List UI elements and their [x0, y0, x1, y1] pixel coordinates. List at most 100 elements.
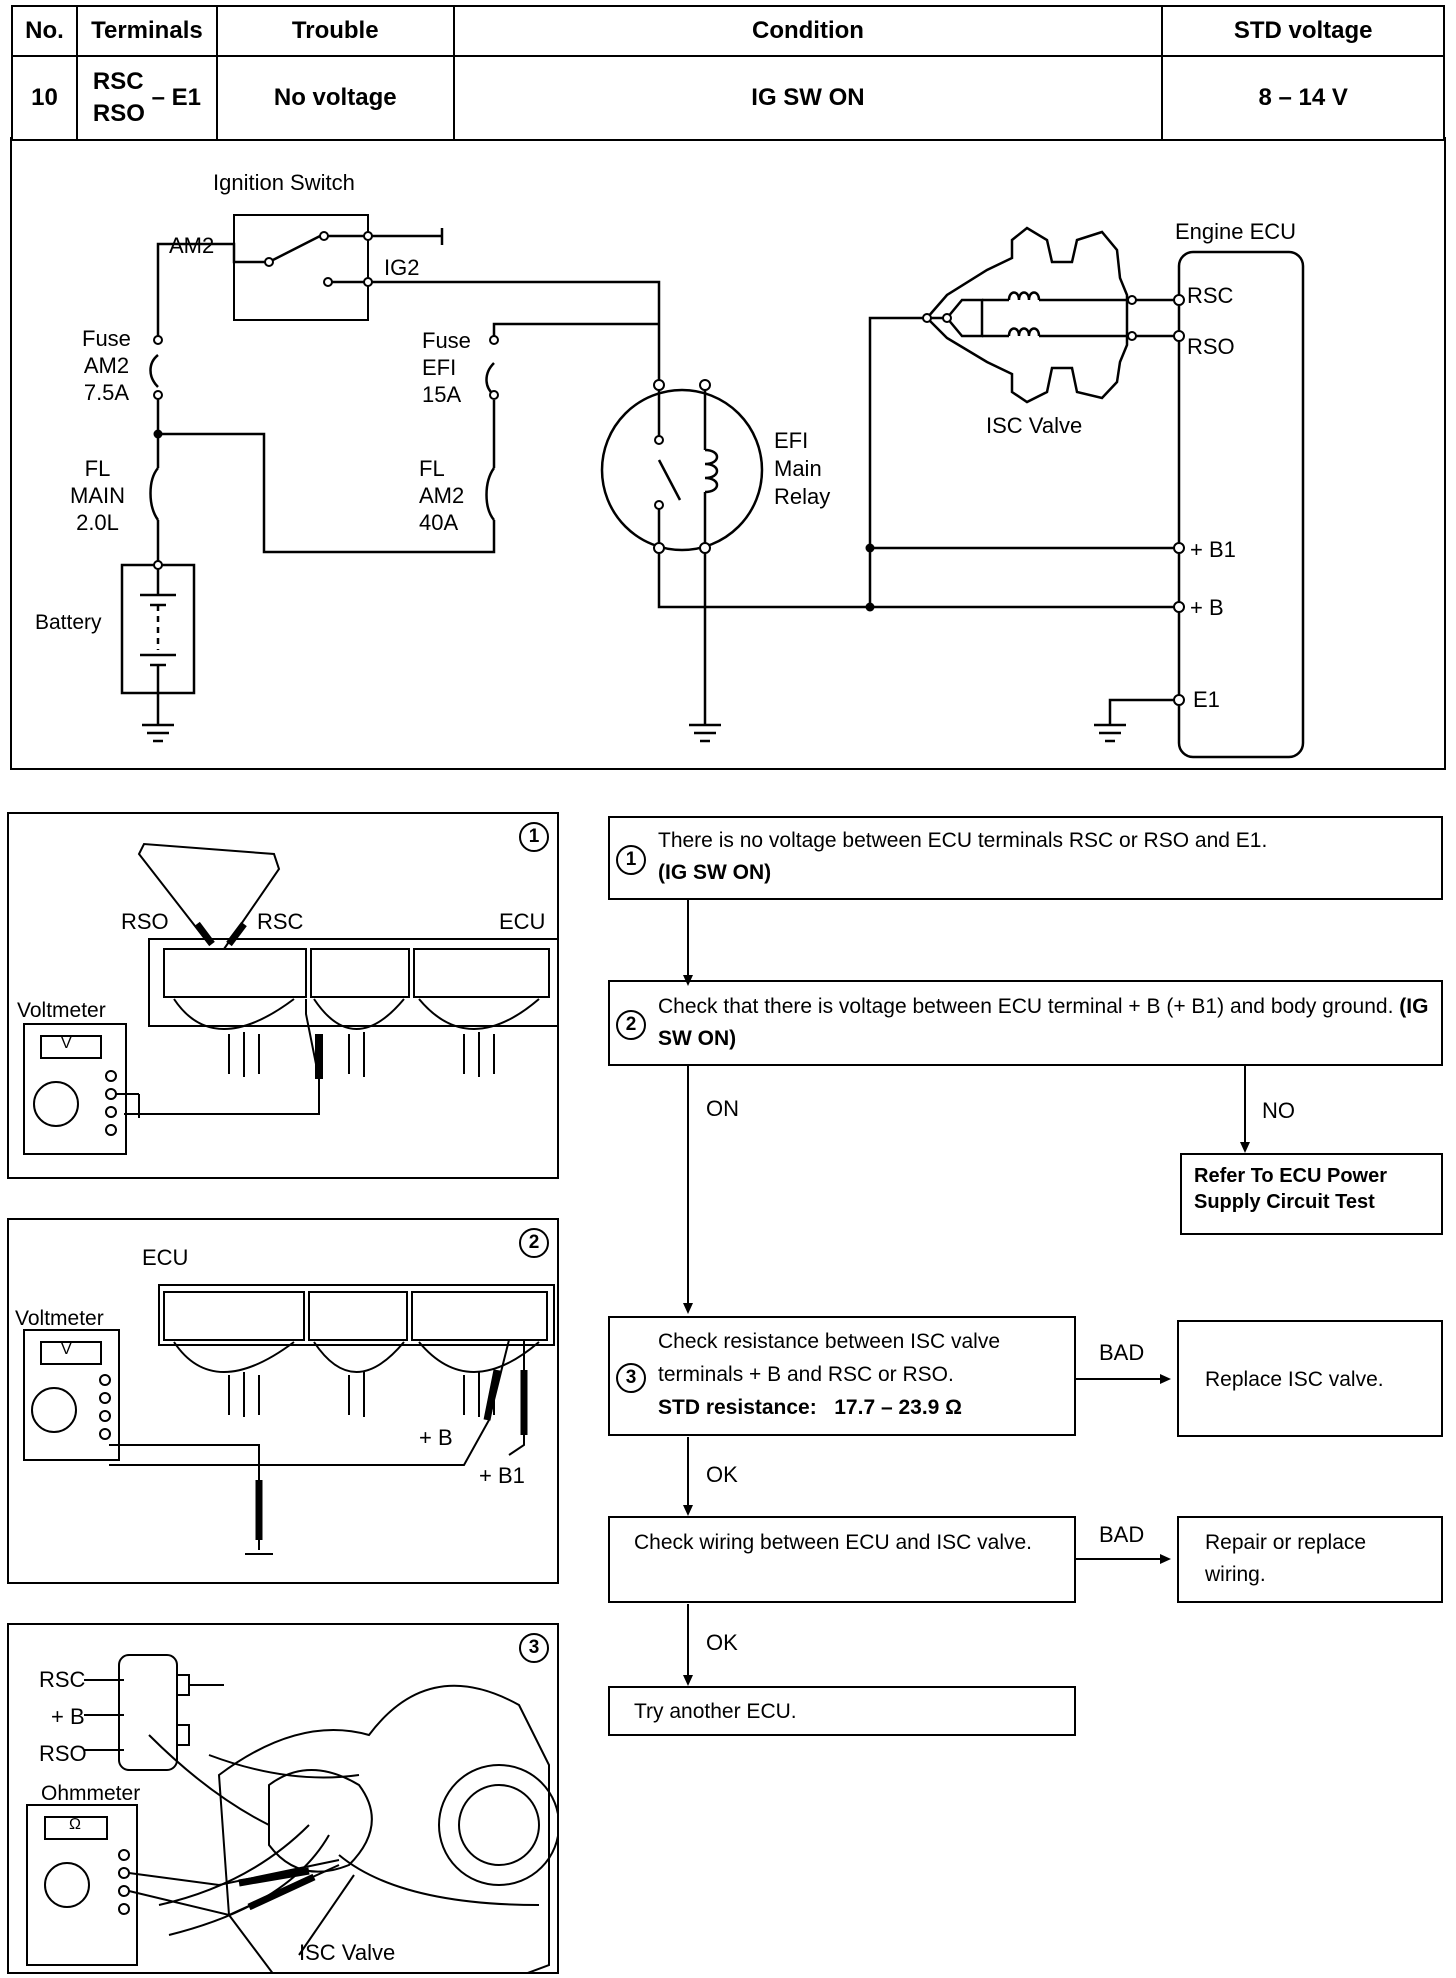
flow-step-2-number: 2	[616, 1010, 646, 1040]
flow-step-3-number: 3	[616, 1363, 646, 1393]
fuse-efi-line3: 15A	[422, 382, 462, 407]
pin-b1: + B1	[1190, 537, 1236, 562]
efi-relay-line2: Main	[774, 456, 822, 481]
spec-table: No. Terminals Trouble Condition STD volt…	[11, 5, 1445, 141]
flow-label-bad-1: BAD	[1099, 1340, 1145, 1365]
col-no: No.	[11, 5, 78, 57]
fuse-efi-line2: EFI	[422, 355, 457, 380]
fl-am2-line1: FL	[419, 456, 445, 481]
col-trouble: Trouble	[215, 5, 455, 57]
label-engine-ecu: Engine ECU	[1175, 219, 1297, 244]
flow-step-3: 3 Check resistance between ISC valve ter…	[608, 1316, 1076, 1436]
flow-label-ok-2: OK	[706, 1630, 738, 1655]
fuse-efi-line1: Fuse	[422, 328, 471, 353]
cell-trouble: No voltage	[215, 55, 455, 141]
cell-std-voltage: 8 – 14 V	[1161, 55, 1445, 141]
flow-repair-wiring-text: Repair or replace wiring.	[1205, 1531, 1367, 1586]
flow-label-ok-1: OK	[706, 1462, 738, 1487]
label-fl-main: FL MAIN 2.0L	[70, 455, 125, 536]
flow-step-1-condition: (IG SW ON)	[658, 861, 772, 884]
label-fuse-efi: Fuse EFI 15A	[422, 327, 471, 408]
inset-1-label-rsc: RSC	[257, 909, 304, 934]
fl-am2-line3: 40A	[419, 510, 459, 535]
inset-2-label-voltmeter: Voltmeter	[15, 1307, 104, 1330]
cell-terminals: RSC RSO – E1	[75, 55, 218, 141]
cell-no: 10	[11, 55, 78, 141]
fuse-am2-line2: AM2	[83, 353, 130, 378]
inset-1-label-ecu: ECU	[499, 909, 546, 934]
fuse-am2-line1: Fuse	[82, 326, 131, 351]
label-ignition-switch: Ignition Switch	[213, 170, 355, 195]
flow-step-3-line2: terminals + B and RSC or RSO.	[658, 1363, 954, 1386]
flow-refer-text: Refer To ECU Power Supply Circuit Test	[1194, 1165, 1387, 1213]
label-efi-main-relay: EFI Main Relay	[774, 427, 830, 511]
inset-3-label-rso: RSO	[39, 1741, 87, 1766]
flow-check-wiring-text: Check wiring between ECU and ISC valve.	[634, 1531, 1033, 1554]
inset-3-label-ohmmeter: Ohmmeter	[41, 1782, 141, 1805]
inset-2-number: 2	[519, 1228, 549, 1258]
flow-step-1: 1 There is no voltage between ECU termin…	[608, 816, 1443, 900]
col-terminals: Terminals	[75, 5, 218, 57]
spec-row: 10 RSC RSO – E1 No voltage IG SW ON 8 – …	[11, 55, 1445, 141]
terminal-rsc: RSC	[92, 68, 144, 95]
label-isc-valve: ISC Valve	[986, 413, 1083, 438]
inset-1-voltmeter-rsc-rso: 1 RSO RSC ECU Voltmeter V	[7, 812, 559, 1179]
flow-check-wiring: Check wiring between ECU and ISC valve.	[608, 1516, 1076, 1603]
label-am2: AM2	[169, 233, 215, 258]
pin-b: + B	[1190, 595, 1224, 620]
flow-repair-wiring: Repair or replace wiring.	[1177, 1516, 1443, 1603]
inset-2-label-plus-b: + B	[419, 1425, 453, 1450]
flow-replace-isc-valve: Replace ISC valve.	[1177, 1320, 1443, 1437]
flow-step-1-text: There is no voltage between ECU terminal…	[658, 829, 1268, 852]
fl-main-line3: 2.0L	[76, 510, 119, 535]
cell-condition: IG SW ON	[452, 55, 1164, 141]
label-fl-am2: FL AM2 40A	[419, 455, 464, 536]
fl-main-line2: MAIN	[70, 483, 125, 508]
flow-label-bad-2: BAD	[1099, 1522, 1145, 1547]
inset-1-meter-display: V	[61, 1035, 72, 1052]
flow-step-3-std-label: STD resistance:	[658, 1396, 817, 1419]
flow-step-3-line1: Check resistance between ISC valve	[658, 1330, 1000, 1353]
fl-am2-line2: AM2	[419, 483, 465, 508]
inset-3-ohmmeter-isc: 3 RSC + B RSO Ohmmeter Ω	[7, 1623, 559, 1974]
inset-1-label-voltmeter: Voltmeter	[17, 999, 106, 1022]
flow-step-3-std-value: 17.7 – 23.9 Ω	[834, 1396, 963, 1419]
inset-1-number: 1	[519, 822, 549, 852]
efi-relay-line1: EFI	[774, 428, 809, 453]
label-battery: Battery	[35, 611, 102, 634]
pin-e1: E1	[1193, 687, 1220, 712]
terminal-e1: – E1	[151, 84, 201, 111]
inset-3-label-plus-b: + B	[51, 1704, 85, 1729]
pin-rso: RSO	[1187, 334, 1235, 359]
inset-2-label-plus-b1: + B1	[479, 1463, 525, 1488]
inset-2-voltmeter-b-b1: 2 ECU Voltmeter V + B + B1	[7, 1218, 559, 1584]
inset-2-meter-display: V	[61, 1341, 72, 1358]
flow-step-1-number: 1	[616, 845, 646, 875]
col-condition: Condition	[452, 5, 1164, 57]
flow-step-2-text: Check that there is voltage between ECU …	[658, 995, 1394, 1018]
flow-step-2-condition: (IG SW ON)	[658, 995, 1429, 1050]
label-ig2: IG2	[384, 255, 420, 280]
spec-header-row: No. Terminals Trouble Condition STD volt…	[11, 5, 1445, 57]
label-fuse-am2: Fuse AM2 7.5A	[82, 325, 131, 406]
flow-replace-isc-text: Replace ISC valve.	[1205, 1368, 1384, 1391]
terminal-rso: RSO	[92, 100, 145, 127]
flow-label-no: NO	[1262, 1098, 1295, 1123]
col-std-voltage: STD voltage	[1161, 5, 1445, 57]
flow-step-2: 2 Check that there is voltage between EC…	[608, 980, 1443, 1066]
inset-3-number: 3	[519, 1633, 549, 1663]
flow-label-on: ON	[706, 1096, 739, 1121]
inset-1-label-rso: RSO	[121, 909, 169, 934]
efi-relay-line3: Relay	[774, 484, 831, 509]
inset-3-meter-display: Ω	[69, 1816, 81, 1833]
flow-try-another-ecu: Try another ECU.	[608, 1686, 1076, 1736]
inset-3-label-rsc: RSC	[39, 1667, 86, 1692]
flow-try-ecu-text: Try another ECU.	[634, 1700, 797, 1723]
pin-rsc: RSC	[1187, 283, 1234, 308]
flow-refer-power-supply: Refer To ECU Power Supply Circuit Test	[1180, 1153, 1443, 1235]
wiring-diagram: Ignition Switch AM2 IG2 Fuse AM2 7.5A FL…	[10, 137, 1446, 770]
inset-3-label-isc-valve: ISC Valve	[299, 1940, 396, 1965]
inset-2-label-ecu: ECU	[142, 1245, 189, 1270]
fl-main-line1: FL	[84, 456, 111, 481]
fuse-am2-line3: 7.5A	[83, 380, 130, 405]
